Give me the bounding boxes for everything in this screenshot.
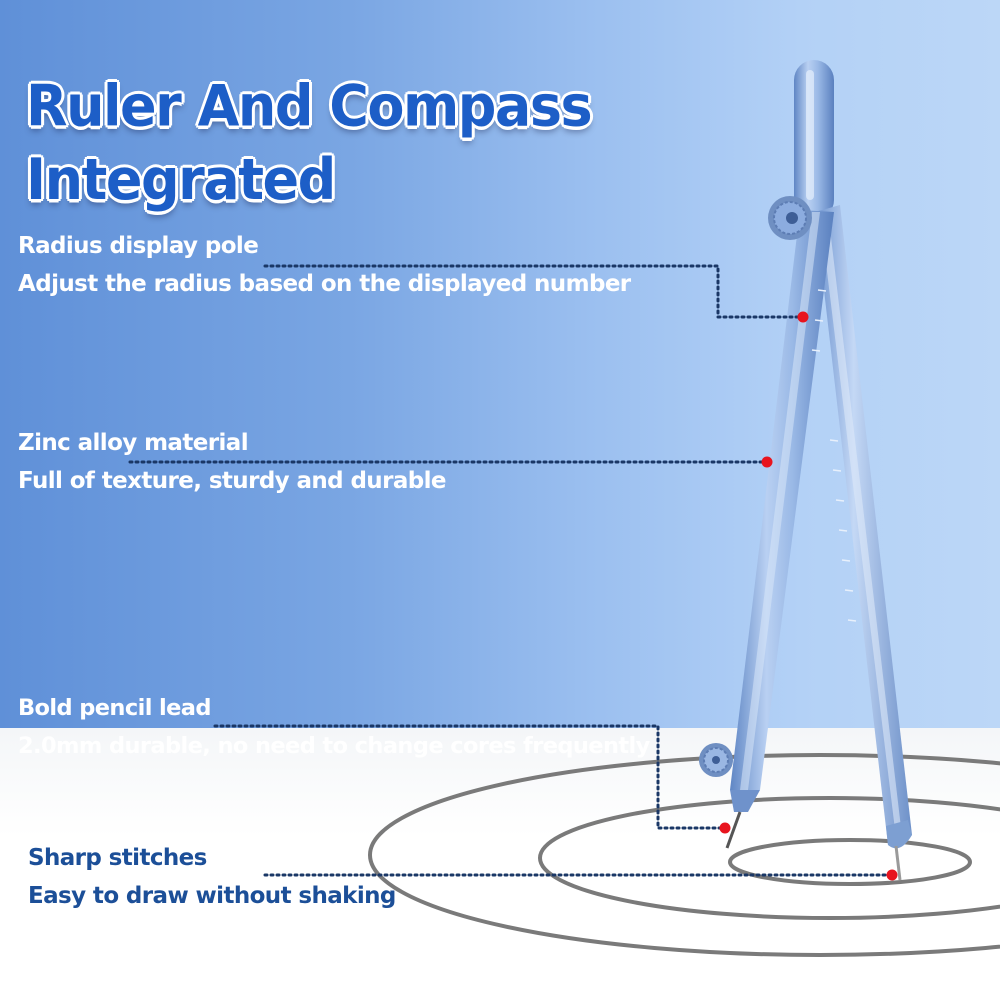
feature-name: Zinc alloy material xyxy=(18,430,249,456)
callout-markers xyxy=(719,311,898,881)
feature-description: Full of texture, sturdy and durable xyxy=(18,468,447,494)
leader-radius-pole xyxy=(263,264,802,319)
feature-pencil-lead: Bold pencil lead 2.0mm durable, no need … xyxy=(18,689,650,765)
feature-zinc-alloy: Zinc alloy material Full of texture, stu… xyxy=(18,424,447,500)
marker-dot-icon xyxy=(797,311,809,323)
feature-name: Bold pencil lead xyxy=(18,695,212,721)
pencil-clamp-knob-icon xyxy=(699,743,733,777)
leader-pencil-lead xyxy=(213,724,724,830)
feature-description: Adjust the radius based on the displayed… xyxy=(18,271,631,297)
marker-dot-icon xyxy=(886,869,898,881)
inner-circle xyxy=(728,838,972,886)
pencil-leg xyxy=(725,210,834,849)
marker-dot-icon xyxy=(719,822,731,834)
page-title: Ruler And Compass Integrated xyxy=(26,73,593,213)
top-knob-icon xyxy=(768,196,812,240)
needle-leg xyxy=(815,205,912,881)
feature-radius-pole: Radius display pole Adjust the radius ba… xyxy=(18,227,631,303)
feature-description: 2.0mm durable, no need to change cores f… xyxy=(18,733,650,759)
radius-scale-ticks xyxy=(811,289,857,622)
feature-name: Sharp stitches xyxy=(28,845,207,871)
callout-leaders xyxy=(128,264,892,877)
feature-description: Easy to draw without shaking xyxy=(28,883,396,909)
feature-name: Radius display pole xyxy=(18,233,259,259)
feature-sharp-stitches: Sharp stitches Easy to draw without shak… xyxy=(28,839,396,915)
compass-handle xyxy=(794,60,834,220)
outer-circle xyxy=(368,753,1000,957)
marker-dot-icon xyxy=(761,456,773,468)
middle-circle xyxy=(538,796,1000,920)
drawn-circles xyxy=(368,753,1000,957)
